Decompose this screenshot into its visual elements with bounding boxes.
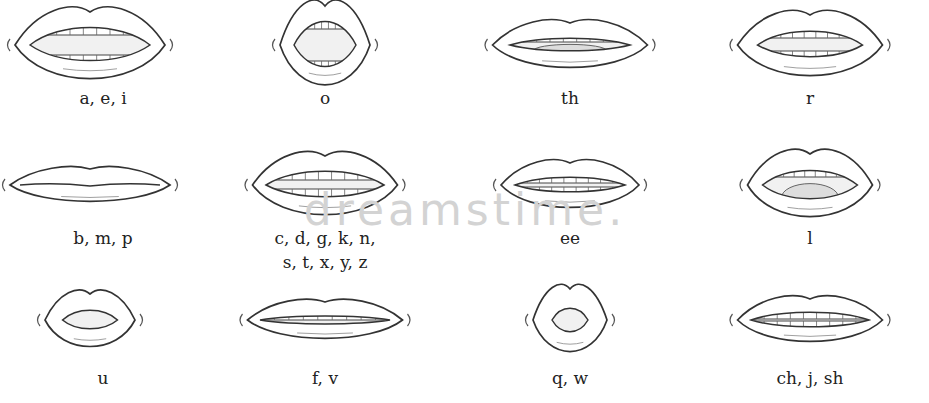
mouth-shape [3,167,178,202]
phoneme-label: q, w [470,366,670,390]
phoneme-label: u [3,366,203,390]
mouth-shape [273,0,378,85]
phoneme-label: f, v [225,366,425,390]
phoneme-label: c, d, g, k, n, s, t, x, y, z [269,226,381,274]
phoneme-label: th [470,86,670,110]
phoneme-label: ee [470,226,670,250]
phoneme-label: o [225,86,425,110]
phoneme-label: a, e, i [3,86,203,110]
mouth-shape [740,149,880,216]
mouth-shape [730,10,890,75]
mouth-shape [526,284,615,351]
phoneme-label: l [710,226,910,250]
phoneme-label: b, m, p [3,226,203,250]
mouth-shape [38,290,143,346]
watermark: dreamstime. [245,186,685,234]
mouth-shape [8,7,173,79]
phoneme-label: ch, j, sh [710,366,910,390]
mouth-shape [730,296,890,342]
phoneme-label: r [710,86,910,110]
mouth-shape [240,299,410,338]
mouth-shape [485,20,655,68]
